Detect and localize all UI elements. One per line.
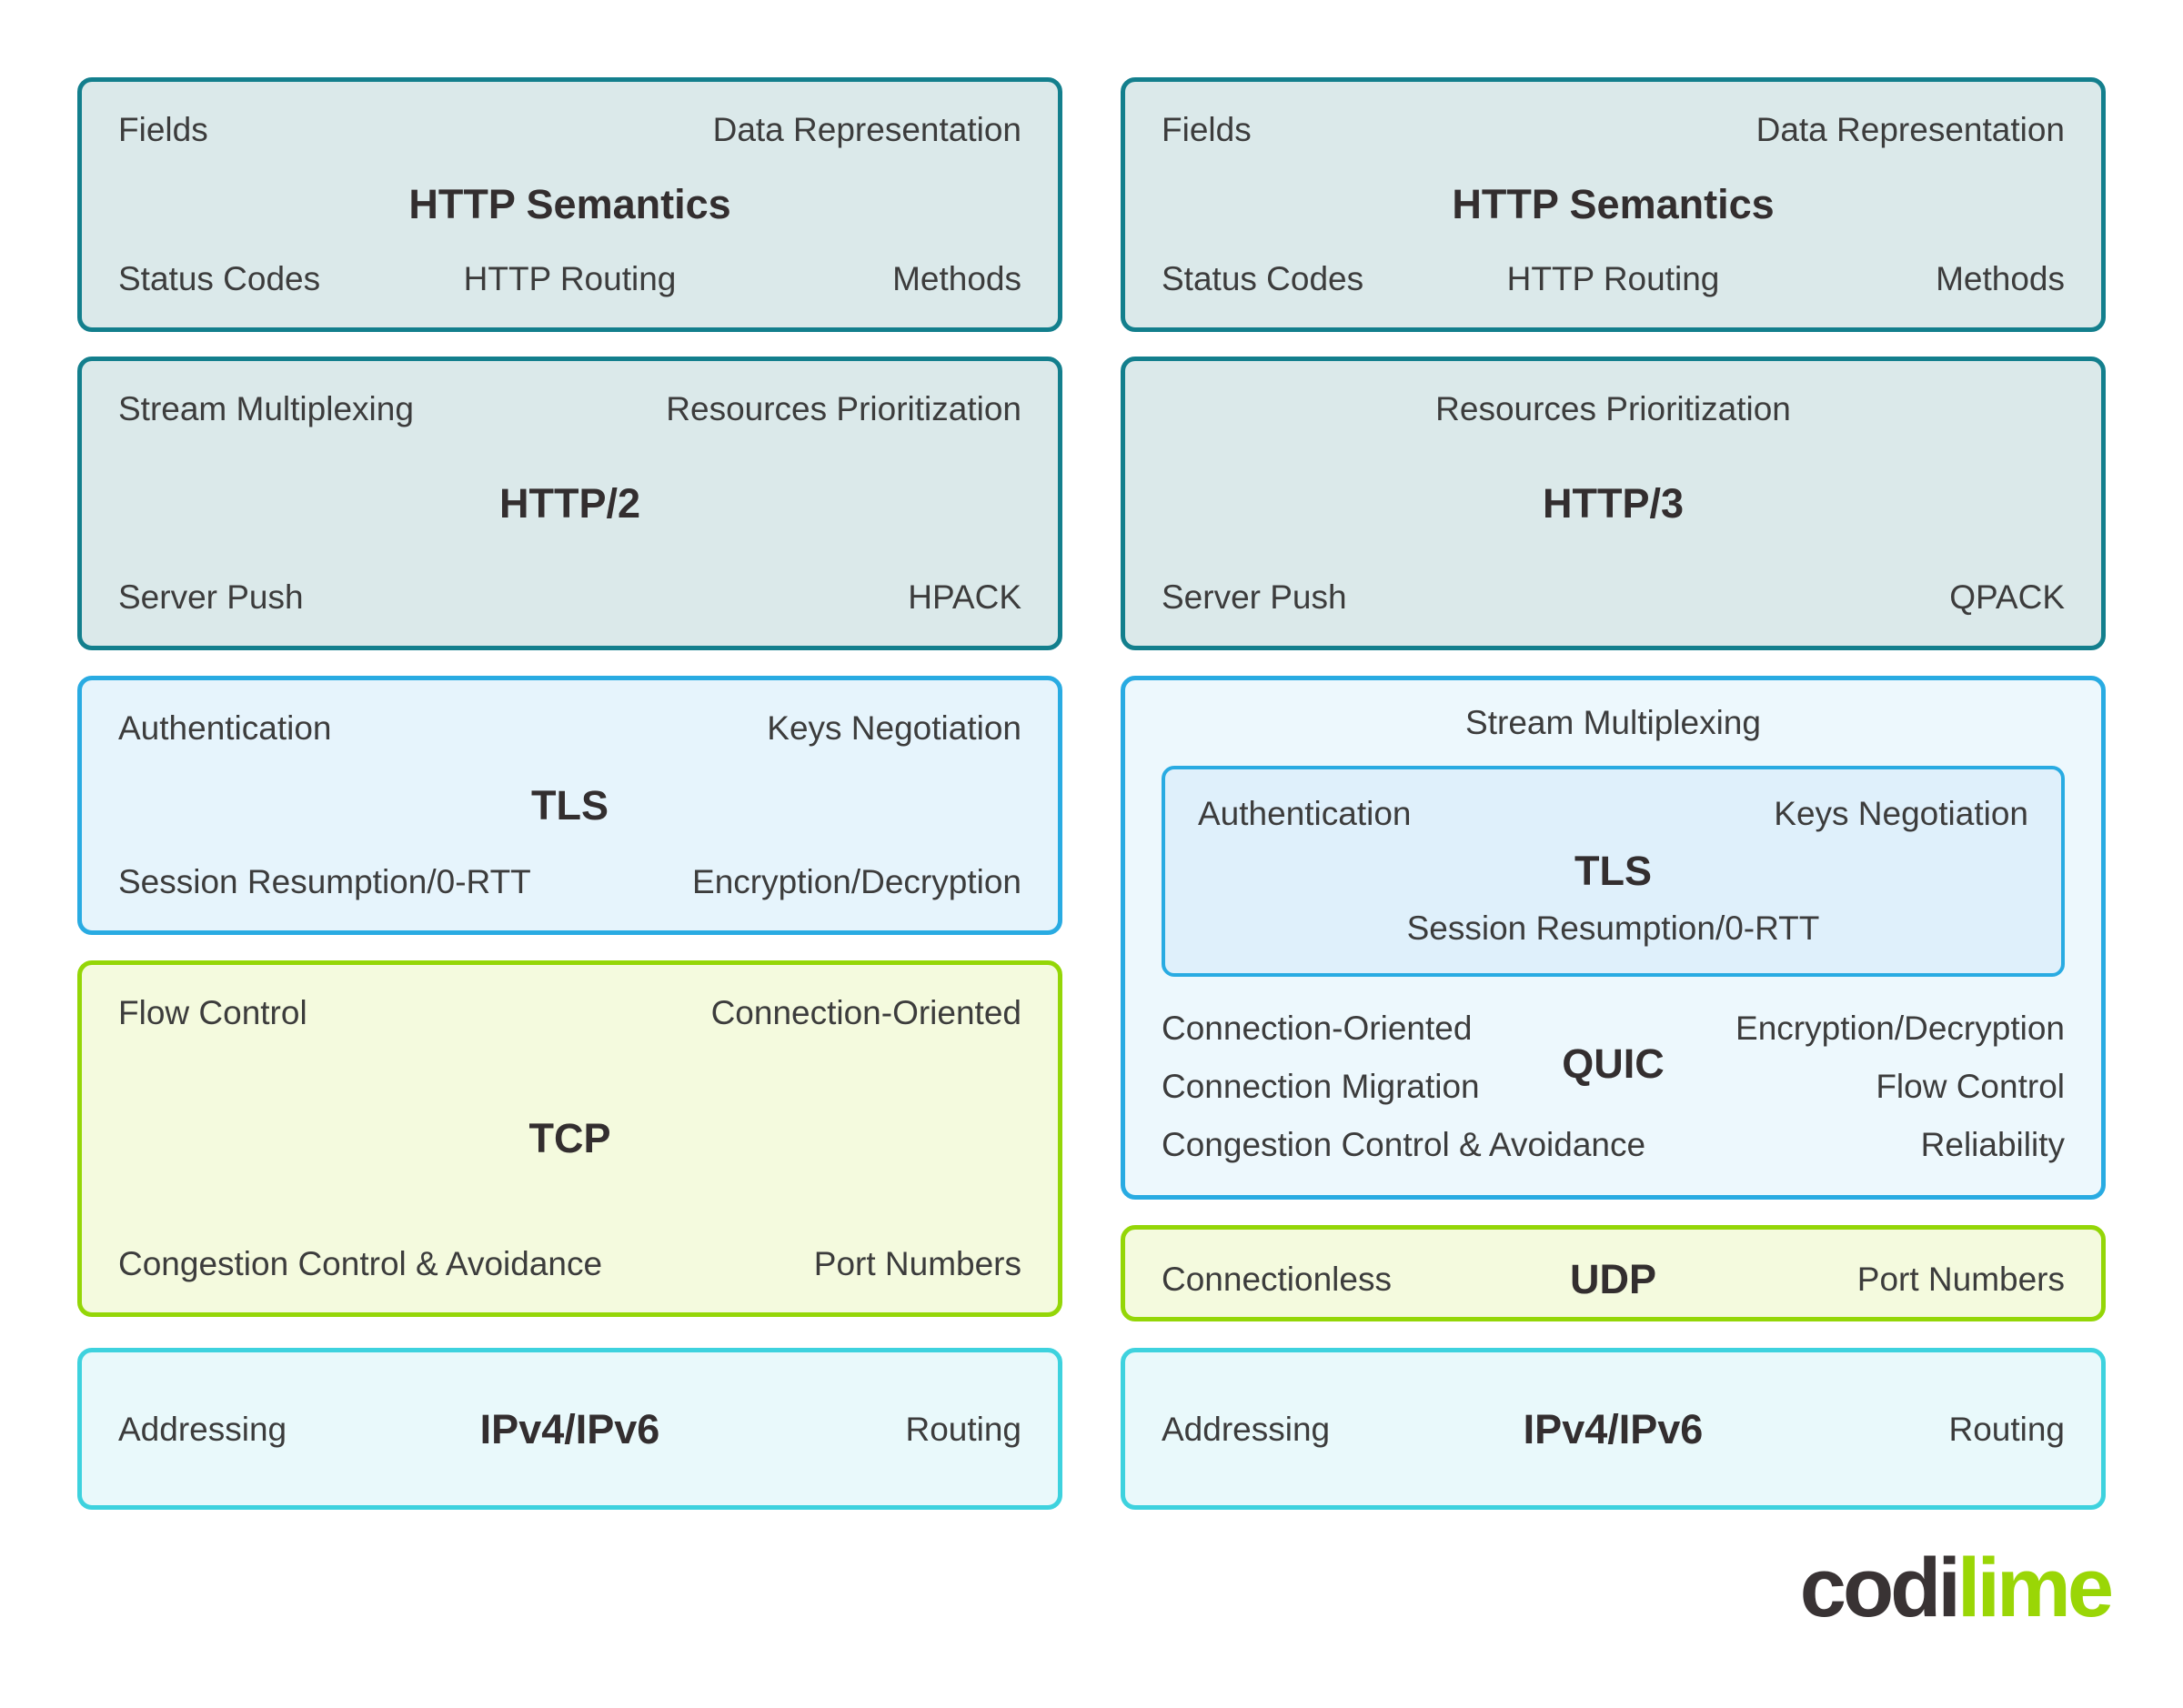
quic-title: QUIC bbox=[1562, 1040, 1665, 1087]
data-representation-label: Data Representation bbox=[712, 111, 1021, 148]
ip-title: IPv4/IPv6 bbox=[479, 1405, 660, 1452]
methods-label: Methods bbox=[1936, 260, 2065, 297]
http2-box: Stream Multiplexing Resources Prioritiza… bbox=[77, 357, 1062, 650]
addressing-label: Addressing bbox=[118, 1410, 287, 1448]
stream-multiplexing-label: Stream Multiplexing bbox=[118, 390, 414, 427]
authentication-label: Authentication bbox=[1198, 795, 1412, 832]
session-resumption-label: Session Resumption/0-RTT bbox=[118, 863, 531, 900]
http-semantics-top-row: Fields Data Representation bbox=[1162, 111, 2065, 149]
ip-box-right: Addressing IPv4/IPv6 Routing bbox=[1121, 1348, 2106, 1510]
fields-label: Fields bbox=[118, 111, 208, 148]
http-semantics-bottom-row: Status Codes HTTP Routing Methods bbox=[1162, 260, 2065, 298]
addressing-label: Addressing bbox=[1162, 1410, 1331, 1448]
status-codes-label: Status Codes bbox=[118, 260, 321, 297]
encryption-decryption-label: Encryption/Decryption bbox=[1735, 1010, 2065, 1047]
flow-control-label: Flow Control bbox=[1876, 1068, 2065, 1105]
authentication-label: Authentication bbox=[118, 709, 332, 747]
http-routing-label: HTTP Routing bbox=[1506, 260, 1720, 297]
ip-title: IPv4/IPv6 bbox=[1523, 1405, 1704, 1452]
keys-negotiation-label: Keys Negotiation bbox=[767, 709, 1021, 747]
congestion-control-label: Congestion Control & Avoidance bbox=[118, 1245, 603, 1282]
stream-multiplexing-label: Stream Multiplexing bbox=[1465, 704, 1761, 741]
quic-feature-row: Connection-Oriented Encryption/Decryptio… bbox=[1162, 1010, 2065, 1048]
port-numbers-label: Port Numbers bbox=[1856, 1261, 2065, 1298]
connection-oriented-label: Connection-Oriented bbox=[710, 994, 1021, 1031]
http2-bottom-row: Server Push HPACK bbox=[118, 578, 1021, 617]
tls-title: TLS bbox=[531, 781, 609, 829]
reliability-label: Reliability bbox=[1920, 1126, 2065, 1163]
http-semantics-top-row: Fields Data Representation bbox=[118, 111, 1021, 149]
port-numbers-label: Port Numbers bbox=[813, 1245, 1021, 1282]
http-semantics-title: HTTP Semantics bbox=[1452, 181, 1775, 227]
tcp-bottom-row: Congestion Control & Avoidance Port Numb… bbox=[118, 1245, 1021, 1283]
methods-label: Methods bbox=[892, 260, 1021, 297]
ip-row: Addressing IPv4/IPv6 Routing bbox=[118, 1381, 1021, 1476]
tls-bottom-row: Session Resumption/0-RTT Encryption/Decr… bbox=[118, 863, 1021, 901]
quic-box: Stream Multiplexing Authentication Keys … bbox=[1121, 676, 2106, 1200]
http2-top-row: Stream Multiplexing Resources Prioritiza… bbox=[118, 390, 1021, 428]
http3-title: HTTP/3 bbox=[1542, 479, 1685, 527]
tcp-top-row: Flow Control Connection-Oriented bbox=[118, 994, 1021, 1032]
udp-row: Connectionless UDP Port Numbers bbox=[1162, 1259, 2065, 1300]
quic-features: QUIC Connection-Oriented Encryption/Decr… bbox=[1162, 1010, 2065, 1168]
http3-box: Resources Prioritization HTTP/3 Server P… bbox=[1121, 357, 2106, 650]
tls-inner-top-row: Authentication Keys Negotiation bbox=[1198, 795, 2028, 833]
udp-title: UDP bbox=[1569, 1256, 1656, 1302]
status-codes-label: Status Codes bbox=[1162, 260, 1364, 297]
fields-label: Fields bbox=[1162, 111, 1252, 148]
connection-oriented-label: Connection-Oriented bbox=[1162, 1010, 1473, 1047]
resources-prioritization-label: Resources Prioritization bbox=[666, 390, 1021, 427]
tls-inner-box: Authentication Keys Negotiation TLS Sess… bbox=[1162, 766, 2065, 977]
http3-bottom-row: Server Push QPACK bbox=[1162, 578, 2065, 617]
codilime-logo-lime-part: lime bbox=[1957, 1542, 2114, 1634]
http-semantics-box-right: Fields Data Representation HTTP Semantic… bbox=[1121, 77, 2106, 332]
session-resumption-label: Session Resumption/0-RTT bbox=[1406, 909, 1820, 947]
connection-migration-label: Connection Migration bbox=[1162, 1068, 1480, 1105]
server-push-label: Server Push bbox=[1162, 578, 1347, 616]
hpack-label: HPACK bbox=[908, 578, 1021, 616]
connectionless-label: Connectionless bbox=[1162, 1261, 1392, 1298]
tls-top-row: Authentication Keys Negotiation bbox=[118, 709, 1021, 748]
encryption-decryption-label: Encryption/Decryption bbox=[692, 863, 1021, 900]
routing-label: Routing bbox=[905, 1410, 1021, 1448]
tls-box: Authentication Keys Negotiation TLS Sess… bbox=[77, 676, 1062, 935]
quic-feature-row: Connection Migration Flow Control bbox=[1162, 1068, 2065, 1106]
data-representation-label: Data Representation bbox=[1755, 111, 2065, 148]
codilime-logo-dark-part: codi bbox=[1799, 1542, 1961, 1634]
tcp-title: TCP bbox=[528, 1115, 611, 1161]
ip-row: Addressing IPv4/IPv6 Routing bbox=[1162, 1381, 2065, 1476]
keys-negotiation-label: Keys Negotiation bbox=[1774, 795, 2028, 832]
http2-title: HTTP/2 bbox=[498, 479, 641, 527]
tls-inner-title: TLS bbox=[1574, 848, 1652, 894]
http-routing-label: HTTP Routing bbox=[463, 260, 677, 297]
http-semantics-title: HTTP Semantics bbox=[408, 181, 731, 227]
codilime-logo: codilime bbox=[1800, 1546, 2114, 1630]
quic-feature-row: Congestion Control & Avoidance Reliabili… bbox=[1162, 1126, 2065, 1164]
http-semantics-bottom-row: Status Codes HTTP Routing Methods bbox=[118, 260, 1021, 298]
resources-prioritization-label: Resources Prioritization bbox=[1435, 390, 1791, 427]
udp-box: Connectionless UDP Port Numbers bbox=[1121, 1225, 2106, 1321]
congestion-control-label: Congestion Control & Avoidance bbox=[1162, 1126, 1646, 1163]
server-push-label: Server Push bbox=[118, 578, 304, 616]
http-semantics-box-left: Fields Data Representation HTTP Semantic… bbox=[77, 77, 1062, 332]
ip-box-left: Addressing IPv4/IPv6 Routing bbox=[77, 1348, 1062, 1510]
flow-control-label: Flow Control bbox=[118, 994, 307, 1031]
tcp-box: Flow Control Connection-Oriented TCP Con… bbox=[77, 960, 1062, 1317]
routing-label: Routing bbox=[1948, 1410, 2065, 1448]
qpack-label: QPACK bbox=[1949, 578, 2065, 616]
